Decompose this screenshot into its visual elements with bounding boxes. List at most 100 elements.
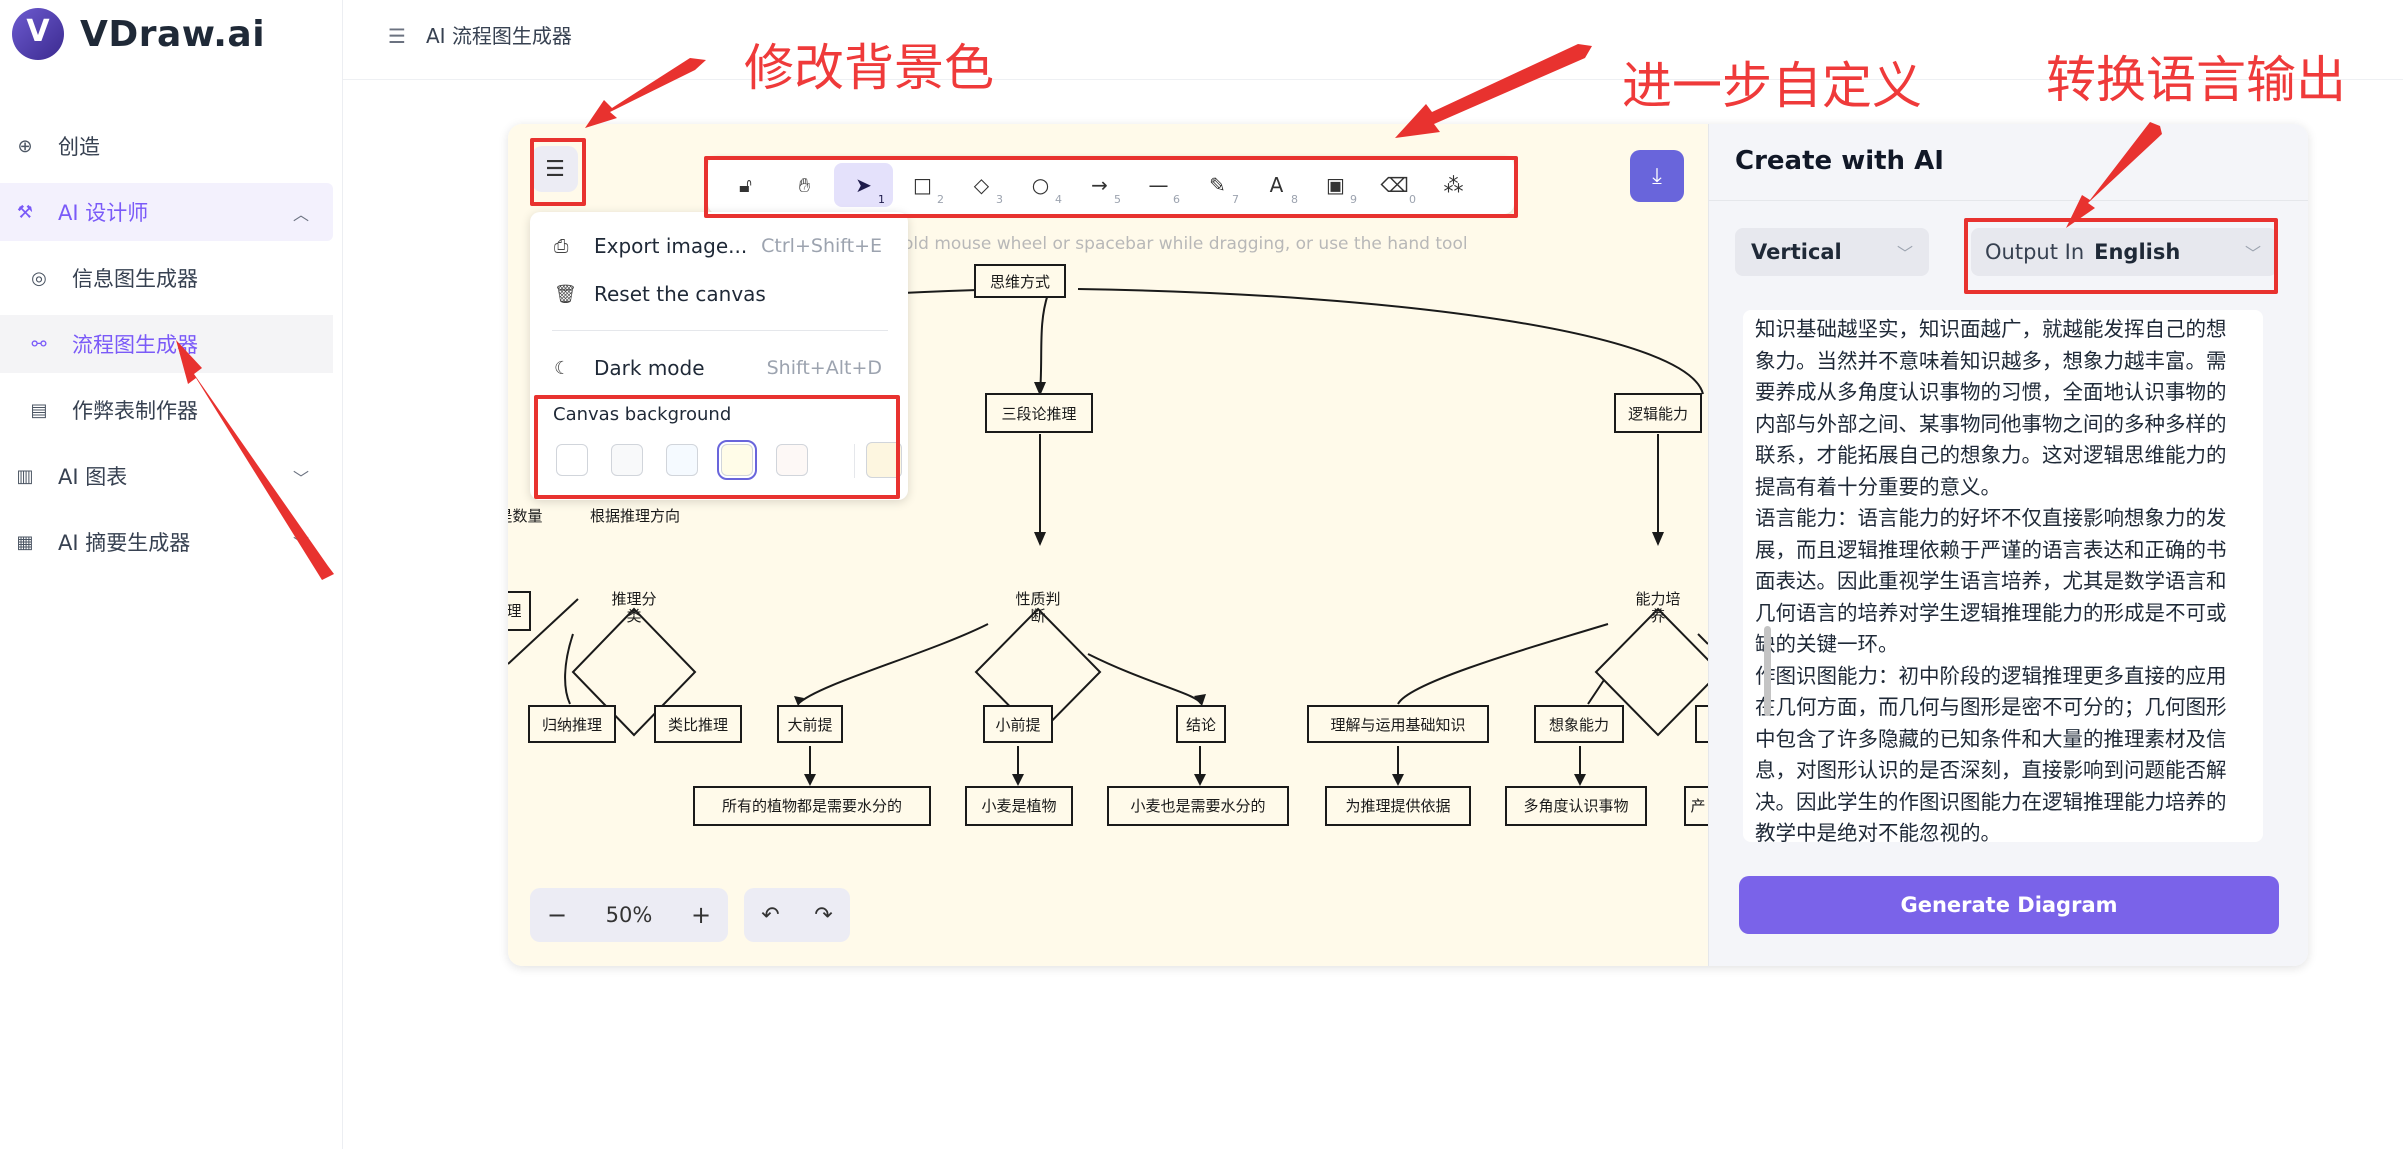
sidebar-item-infographic[interactable]: ◎ 信息图生成器	[0, 249, 333, 307]
flow-node: 理	[508, 602, 522, 620]
breadcrumb: AI 流程图生成器	[426, 24, 572, 48]
text-line: 中包含了许多隐藏的已知条件和大量的推理素材及信	[1755, 726, 2227, 751]
drawing-canvas[interactable]: 思维方式 三段论推理 逻辑能力 是数量 根据推理方向 理 推理分 类 性质判 断…	[508, 124, 1708, 966]
lock-icon: 🔓︎	[739, 173, 752, 197]
flowchart-app: 思维方式 三段论推理 逻辑能力 是数量 根据推理方向 理 推理分 类 性质判 断…	[508, 124, 2308, 966]
menu-item-export[interactable]: ⎙ Export image... Ctrl+Shift+E	[530, 226, 908, 266]
text-line: 知识基础越坚实，知识面越广，就越能发挥自己的想	[1755, 317, 2227, 341]
sidebar-item-label: 信息图生成器	[72, 267, 198, 291]
chevron-down-icon: ﹀	[292, 469, 309, 488]
chevron-down-icon: ﹀	[292, 535, 309, 554]
highlight-toolbar	[704, 156, 1518, 218]
shortcut-key: 3	[996, 193, 1003, 206]
selection-tool-button[interactable]: ➤1	[834, 163, 893, 207]
text-line: 决。因此学生的作图识图能力在逻辑推理能力培养的	[1755, 789, 2227, 814]
text-line: 几何语言的培养对学生逻辑推理能力的形成是不可或	[1755, 600, 2227, 625]
select-arrow-icon: ➤	[855, 173, 872, 197]
menu-divider	[552, 330, 888, 331]
hand-tool-button[interactable]: ✋︎	[775, 163, 834, 207]
menu-item-label: Reset the canvas	[594, 282, 766, 306]
generate-diagram-button[interactable]: Generate Diagram	[1739, 876, 2279, 934]
sidebar-item-ai-chart[interactable]: ▥ AI 图表 ﹀	[0, 447, 333, 505]
flow-node: 思维方式	[990, 273, 1050, 291]
zoom-level[interactable]: 50%	[605, 903, 653, 927]
bg-swatch-white[interactable]	[556, 444, 588, 476]
ellipse-icon: ○	[1031, 173, 1050, 197]
sidebar-item-label: 创造	[58, 135, 100, 159]
menu-item-label: Export image...	[594, 234, 748, 258]
shortcut-key: 1	[878, 193, 885, 206]
text-line: 语言能力：语言能力的好坏不仅直接影响想象力的发	[1755, 506, 2227, 530]
chevron-down-icon: ﹀	[1896, 244, 1913, 263]
summary-icon: ▦	[16, 531, 34, 553]
sidebar-item-label: AI 摘要生成器	[58, 531, 191, 555]
line-tool-button[interactable]: —6	[1129, 163, 1188, 207]
menu-item-reset[interactable]: 🗑︎ Reset the canvas	[530, 274, 908, 314]
flow-node: 能力培	[1635, 590, 1680, 608]
image-tool-button[interactable]: ▣9	[1306, 163, 1365, 207]
text-line: 展，而且逻辑推理依赖于严谨的语言表达和正确的书	[1755, 537, 2227, 562]
pencil-icon: ✎	[1209, 173, 1226, 197]
diamond-tool-button[interactable]: ◇3	[952, 163, 1011, 207]
sidebar-item-flowchart[interactable]: ⚯ 流程图生成器	[0, 315, 333, 373]
menu-shortcut: Ctrl+Shift+E	[761, 235, 882, 257]
flow-node: 产	[1690, 797, 1705, 815]
lock-tool-button[interactable]: 🔓︎	[716, 163, 775, 207]
zoom-in-button[interactable]: +	[690, 901, 712, 929]
text-line: 面表达。因此重视学生语言培养，尤其是数学语言和	[1755, 569, 2227, 593]
bg-swatch-yellow[interactable]	[717, 440, 757, 480]
arrow-tool-button[interactable]: →5	[1070, 163, 1129, 207]
sidebar-item-label: AI 图表	[58, 465, 128, 489]
sidebar-item-create[interactable]: ⊕ 创造	[0, 117, 333, 175]
output-language-value: English	[2094, 240, 2181, 264]
app-logo[interactable]: VDraw.ai	[12, 8, 265, 60]
bg-swatch-gray[interactable]	[611, 444, 643, 476]
download-icon: ⤓	[1652, 163, 1662, 189]
textarea-scrollbar[interactable]	[1764, 626, 1771, 716]
text-line: 内部与外部之间、某事物同他事物之间的多种多样的	[1755, 411, 2227, 436]
undo-icon[interactable]: ↶	[761, 902, 780, 928]
flow-node: 理解与运用基础知识	[1330, 716, 1465, 734]
annotation-language: 转换语言输出	[2046, 51, 2346, 109]
pencil-tool-button[interactable]: ✎7	[1188, 163, 1247, 207]
annotation-bg-color: 修改背景色	[744, 39, 994, 97]
sidebar-item-label: 作弊表制作器	[72, 399, 198, 423]
menu-item-dark-mode[interactable]: ☾ Dark mode Shift+Alt+D	[530, 348, 908, 388]
bg-swatch-pink[interactable]	[776, 444, 808, 476]
output-prefix: Output In	[1985, 240, 2085, 264]
prompt-textarea[interactable]: 知识基础越坚实，知识面越广，就越能发挥自己的想 象力。当然并不意味着知识越多，想…	[1743, 310, 2263, 842]
download-button[interactable]: ⤓	[1630, 150, 1684, 202]
hand-icon: ✋︎	[798, 173, 811, 197]
eraser-tool-button[interactable]: ⌫0	[1365, 163, 1424, 207]
shapes-library-button[interactable]: ⁂	[1424, 163, 1483, 207]
sidebar-item-ai-designer[interactable]: ⚒ AI 设计师 ︿	[0, 183, 333, 241]
output-language-select[interactable]: Output In English ﹀	[1971, 228, 2277, 276]
flow-node: 大前提	[787, 716, 832, 734]
flow-node: 逻辑能力	[1628, 405, 1688, 423]
vdraw-logo-icon	[12, 8, 64, 60]
flow-node: 类比推理	[668, 716, 728, 734]
flow-node: 小麦是植物	[981, 797, 1056, 815]
main-menu-button[interactable]: ☰	[532, 146, 578, 192]
zoom-out-button[interactable]: −	[546, 901, 568, 929]
bg-swatch-blue[interactable]	[666, 444, 698, 476]
main-menu-dropdown: ⎙ Export image... Ctrl+Shift+E 🗑︎ Reset …	[530, 212, 908, 500]
highlight-output-language	[1964, 218, 2278, 294]
collapse-sidebar-icon[interactable]: ☰	[388, 24, 406, 48]
redo-icon[interactable]: ↷	[814, 902, 833, 928]
ellipse-tool-button[interactable]: ○4	[1011, 163, 1070, 207]
layout-value: Vertical	[1751, 240, 1842, 264]
rectangle-tool-button[interactable]: □2	[893, 163, 952, 207]
flow-node: 根据推理方向	[590, 507, 680, 525]
flowchart-diagram: 思维方式 三段论推理 逻辑能力 是数量 根据推理方向 理 推理分 类 性质判 断…	[508, 264, 1708, 826]
chart-icon: ▥	[16, 465, 34, 487]
sidebar-item-ai-summary[interactable]: ▦ AI 摘要生成器 ﹀	[0, 513, 333, 571]
text-line: 息，对图形认识的是否深刻，直接影响到问题能否解	[1755, 758, 2227, 782]
layout-select[interactable]: Vertical ﹀	[1735, 228, 1929, 276]
menu-shortcut: Shift+Alt+D	[766, 357, 882, 379]
plus-circle-icon: ⊕	[17, 135, 33, 157]
sidebar-item-cheatsheet[interactable]: ▤ 作弊表制作器	[0, 381, 333, 439]
